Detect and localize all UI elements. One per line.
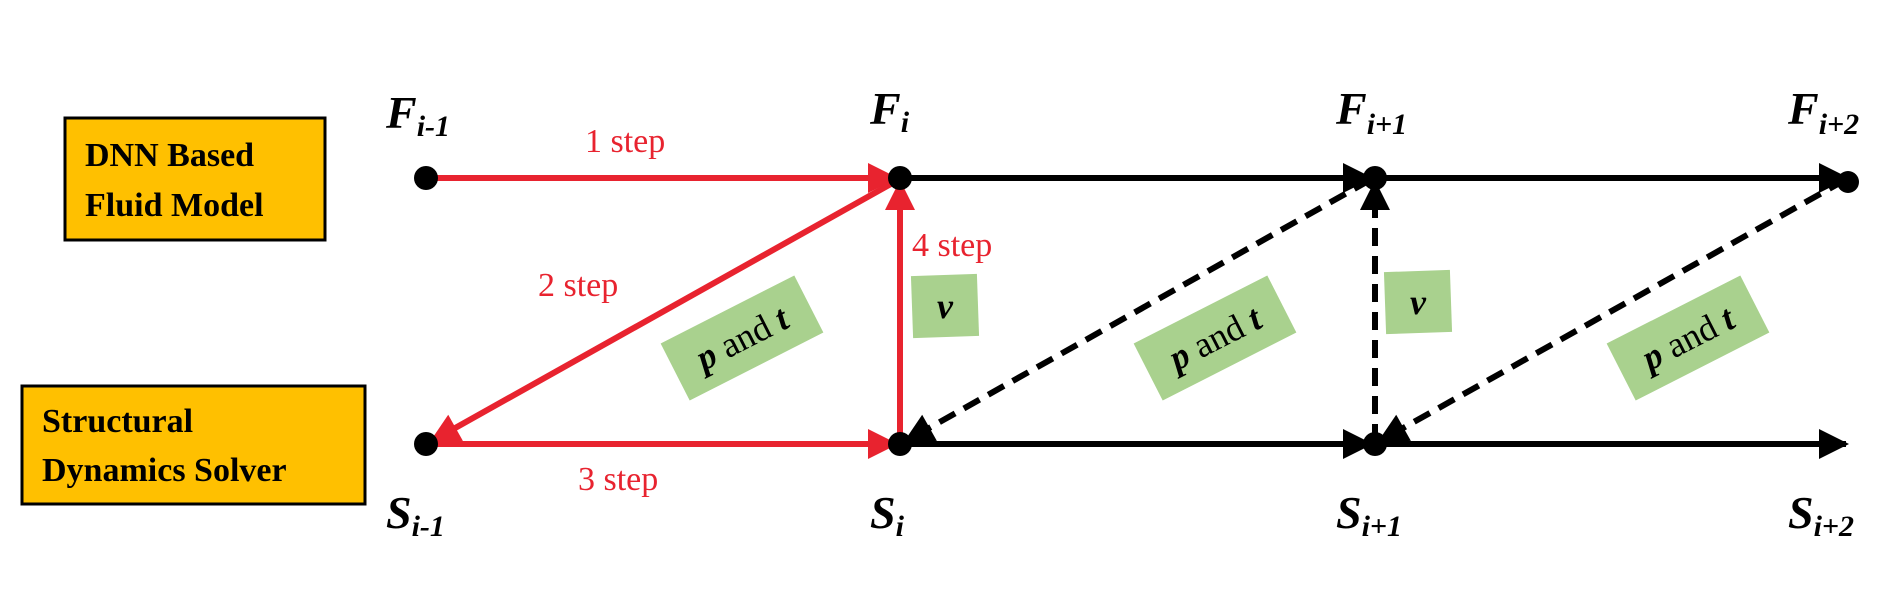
label-f-prev: Fi-1 <box>385 87 450 143</box>
node-f-next2 <box>1837 171 1859 193</box>
pt-label-box-3: p and t <box>1606 275 1770 401</box>
structural-solver-box: Structural Dynamics Solver <box>20 384 367 506</box>
dashed-transfer-arrow-2 <box>1377 177 1847 444</box>
step3-label: 3 step <box>578 461 658 498</box>
v-label: v <box>937 286 954 326</box>
fluid-model-box: DNN Based Fluid Model <box>63 116 327 242</box>
v-label-box-1: v <box>910 273 980 339</box>
label-f-next: Fi+1 <box>1335 83 1407 141</box>
step4-label: 4 step <box>912 227 992 264</box>
node-f-i <box>888 166 912 190</box>
label-s-prev: Si-1 <box>386 487 445 543</box>
pt-label-box-2: p and t <box>1133 275 1297 401</box>
node-s-next <box>1363 432 1387 456</box>
step1-label: 1 step <box>585 123 665 160</box>
node-f-next <box>1363 166 1387 190</box>
label-f-next2: Fi+2 <box>1787 83 1859 141</box>
label-s-next: Si+1 <box>1336 487 1402 543</box>
fluid-box-line1: DNN Based <box>85 137 254 174</box>
step2-arrow <box>429 177 900 444</box>
v-label-box-2: v <box>1383 269 1453 335</box>
structural-box-line2: Dynamics Solver <box>42 452 287 489</box>
v-label: v <box>1410 282 1427 322</box>
pt-label-box-1: p and t <box>660 275 824 401</box>
label-s-next2: Si+2 <box>1788 487 1854 543</box>
fluid-box-line2: Fluid Model <box>85 187 264 224</box>
label-s-i: Si <box>870 487 905 543</box>
step2-label: 2 step <box>538 267 618 304</box>
label-f-i: Fi <box>869 83 910 139</box>
node-s-prev <box>414 432 438 456</box>
structural-box-line1: Structural <box>42 403 193 440</box>
node-s-i <box>888 432 912 456</box>
node-f-prev <box>414 166 438 190</box>
dashed-transfer-arrow-1 <box>903 177 1372 444</box>
